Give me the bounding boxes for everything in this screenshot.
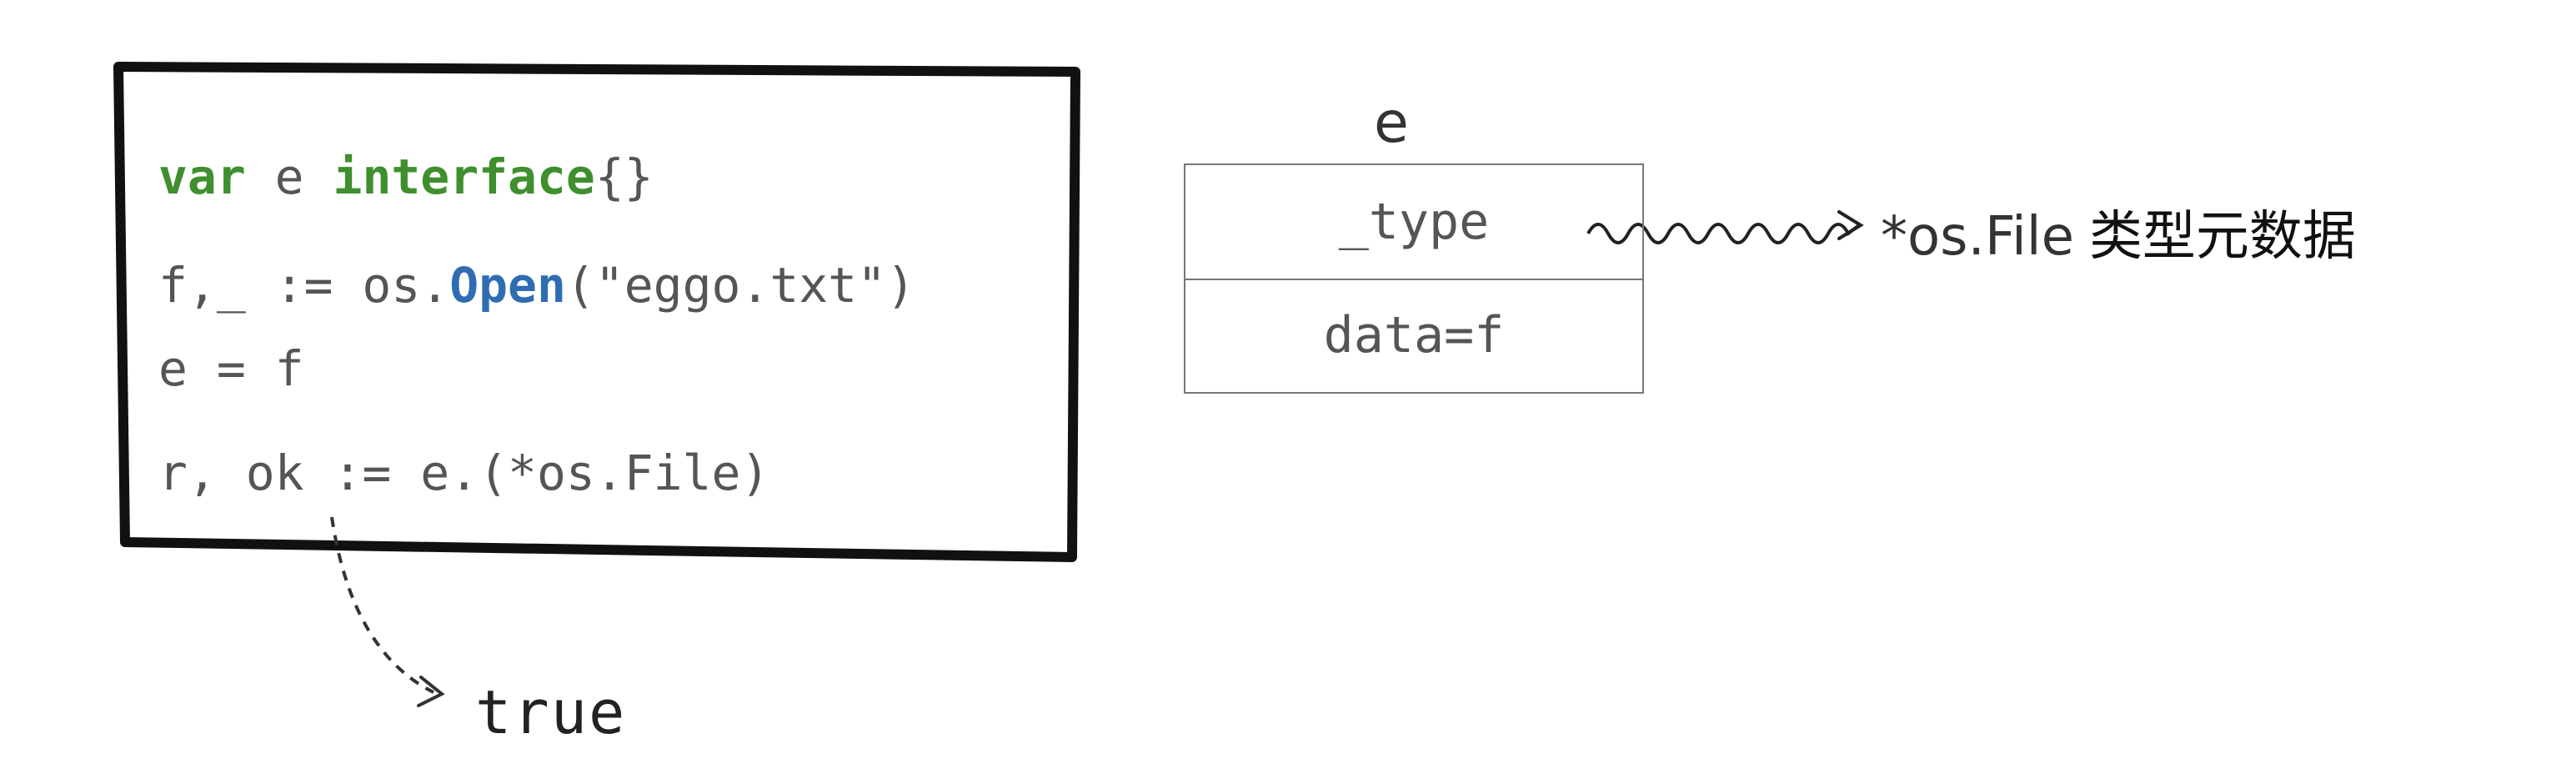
interface-structure: _type data=f [1184,163,1644,394]
code-line-assign: e = f [158,340,304,397]
open-suffix: ("eggo.txt") [565,257,915,314]
interface-var-name: e [1374,90,1409,156]
type-field: _type [1185,165,1642,280]
code-line-open: f,_ := os.Open("eggo.txt") [158,257,915,314]
open-prefix: f,_ := os. [158,257,450,314]
keyword-interface: interface [333,148,595,205]
function-open: Open [449,257,566,314]
type-name: *os.File [1881,206,2074,268]
code-line-assertion: r, ok := e.(*os.File) [158,445,770,501]
type-wavy-arrow [1586,223,1861,244]
data-field: data=f [1323,306,1505,364]
code-block: var e interface{} f,_ := os.Open("eggo.t… [122,65,1072,549]
ok-to-true-arrow [330,516,434,694]
type-metadata-description: 类型元数据 [2088,206,2356,268]
ok-to-true-arrowhead [417,676,445,707]
result-true-label: true [475,677,627,747]
braces: {} [594,148,654,205]
keyword-var: var [158,148,246,205]
type-wavy-arrowhead [1837,210,1864,240]
code-box-border [113,62,1080,562]
variable-e: e [245,148,333,205]
code-line-declaration: var e interface{} [158,148,654,205]
